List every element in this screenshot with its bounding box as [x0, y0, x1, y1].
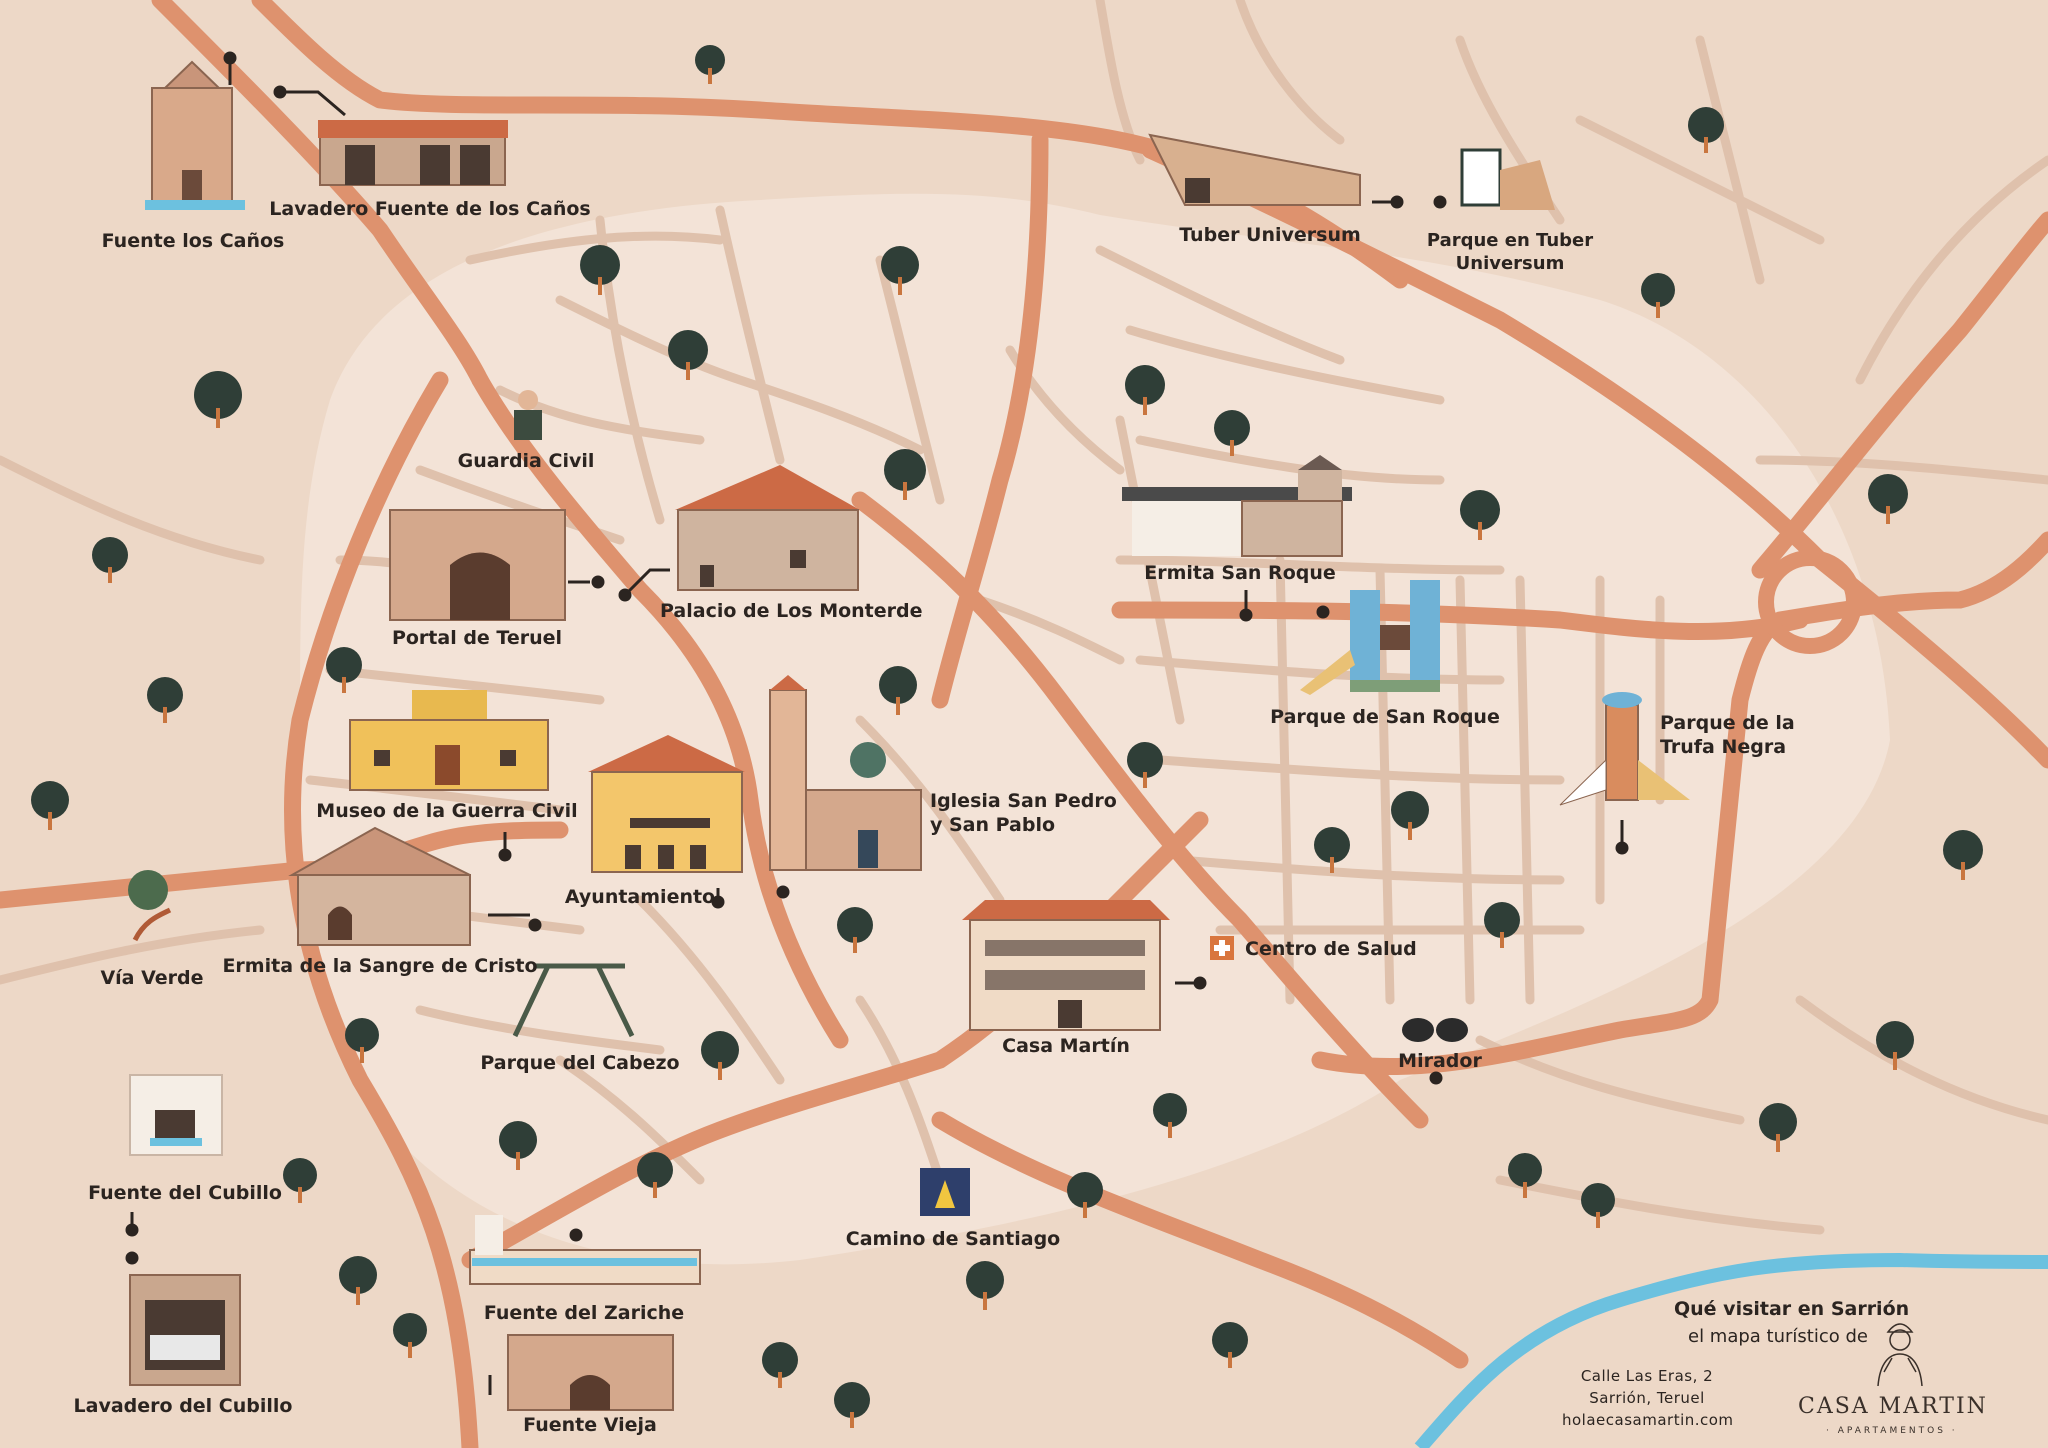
pin-markers: [125, 51, 1629, 1395]
label-lavadero-cubillo[interactable]: Lavadero del Cubillo: [73, 1395, 293, 1417]
label-parque-cabezo[interactable]: Parque del Cabezo: [480, 1052, 680, 1074]
label-mirador[interactable]: Mirador: [1398, 1050, 1482, 1072]
label-fuente-los-canos[interactable]: Fuente los Caños: [101, 230, 285, 252]
trees: [31, 45, 1983, 1428]
landmark-casa-martin-icon: [962, 900, 1170, 1031]
label-camino-santiago[interactable]: Camino de Santiago: [845, 1228, 1061, 1250]
label-parque-trufa[interactable]: Parque de la Trufa Negra: [1660, 712, 1795, 758]
label-palacio-monterde[interactable]: Palacio de Los Monterde: [660, 600, 923, 622]
label-ermita-san-roque[interactable]: Ermita San Roque: [1144, 562, 1336, 584]
label-guardia-civil[interactable]: Guardia Civil: [457, 450, 595, 472]
river: [1414, 1252, 2048, 1448]
landmark-palacio-monterde-icon: [675, 465, 860, 591]
label-portal-teruel[interactable]: Portal de Teruel: [391, 627, 563, 649]
landmark-parque-trufa-icon: [1559, 692, 1690, 806]
landmark-ermita-sangre-icon: [288, 826, 471, 946]
label-parque-san-roque[interactable]: Parque de San Roque: [1270, 706, 1500, 728]
roundabout: [1758, 550, 1862, 654]
label-fuente-cubillo[interactable]: Fuente del Cubillo: [88, 1182, 282, 1204]
label-iglesia[interactable]: Iglesia San Pedro y San Pablo: [930, 790, 1117, 836]
landmark-parque-san-roque-icon: [1300, 580, 1440, 695]
legend-subtitle: el mapa turístico de: [1688, 1326, 1868, 1347]
label-tuber-universum[interactable]: Tuber Universum: [1179, 224, 1361, 246]
label-lavadero-fuente-canos[interactable]: Lavadero Fuente de los Caños: [269, 198, 591, 220]
landmark-guardia-civil-icon: [514, 390, 542, 440]
landmark-camino-santiago-icon: [920, 1168, 970, 1216]
landmark-parque-tuber-icon: [1460, 148, 1555, 210]
landmark-lavadero-cubillo-icon: [129, 1274, 241, 1386]
label-ermita-sangre[interactable]: Ermita de la Sangre de Cristo: [222, 955, 538, 977]
town-area: [296, 193, 1890, 1265]
casa-martin-logo-icon: [1877, 1323, 1923, 1387]
streets: [0, 0, 2048, 1235]
landmark-museo-guerra-icon: [349, 690, 549, 791]
landmark-mirador-icon: [1402, 1018, 1468, 1042]
label-museo-guerra[interactable]: Museo de la Guerra Civil: [316, 800, 578, 822]
landmark-fuente-cubillo-icon: [129, 1074, 223, 1156]
label-casa-martin[interactable]: Casa Martín: [1002, 1035, 1130, 1057]
landmark-iglesia-icon: [769, 675, 922, 871]
landmark-fuente-vieja-icon: [507, 1334, 674, 1411]
landmark-ermita-san-roque-icon: [1122, 455, 1352, 557]
landmark-fuente-zariche-icon: [469, 1215, 701, 1285]
address-email[interactable]: holaecasamartin.com: [1562, 1410, 1734, 1429]
address-block: Calle Las Eras, 2 Sarrión, Teruel holaec…: [1562, 1366, 1734, 1431]
landmark-tuber-universum-icon: [1148, 133, 1361, 206]
label-fuente-vieja[interactable]: Fuente Vieja: [523, 1414, 657, 1436]
label-parque-tuber[interactable]: Parque en Tuber Universum: [1426, 230, 1594, 274]
label-ayuntamiento[interactable]: Ayuntamiento: [564, 886, 716, 908]
landmark-via-verde-icon: [128, 870, 172, 942]
label-centro-salud[interactable]: Centro de Salud: [1245, 938, 1417, 960]
legend-title: Qué visitar en Sarrión: [1674, 1298, 1910, 1320]
label-via-verde[interactable]: Vía Verde: [100, 967, 204, 989]
landmark-lavadero-canos-icon: [318, 120, 508, 186]
landmark-centro-salud-icon: [1210, 936, 1234, 960]
label-fuente-zariche[interactable]: Fuente del Zariche: [483, 1302, 685, 1324]
address-city: Sarrión, Teruel: [1589, 1388, 1705, 1407]
landmark-ayuntamiento-icon: [588, 735, 745, 873]
brand-name: CASA MARTIN: [1798, 1394, 1988, 1419]
address-street: Calle Las Eras, 2: [1580, 1367, 1714, 1385]
landmark-fuente-los-canos-icon: [145, 60, 245, 210]
landmark-parque-cabezo-icon: [512, 963, 635, 1038]
brand-subtitle: · APARTAMENTOS ·: [1826, 1426, 1958, 1436]
landmark-portal-teruel-icon: [389, 509, 566, 621]
